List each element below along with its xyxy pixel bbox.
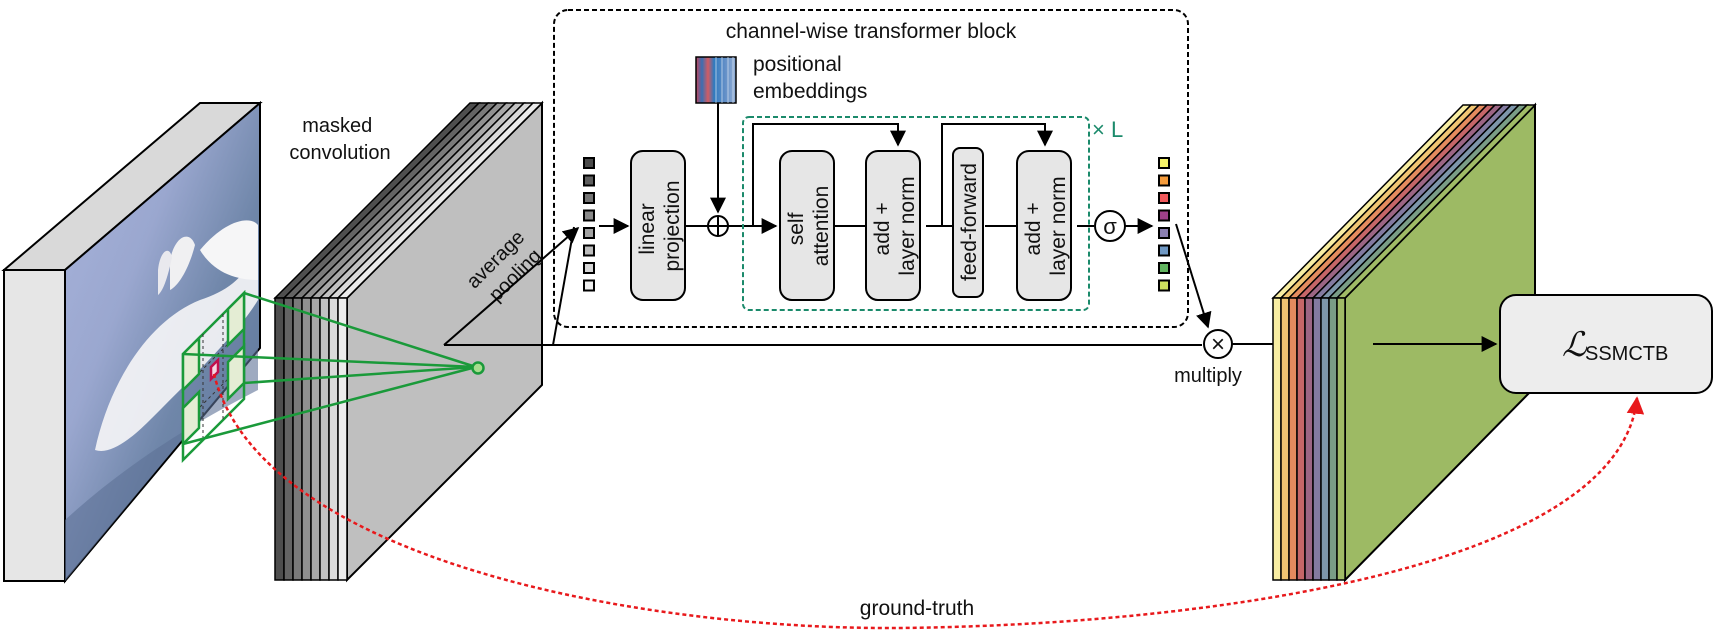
transformer-layer-repeat-box	[742, 116, 1090, 311]
input-token	[583, 157, 595, 169]
input-channel-tokens	[583, 157, 595, 292]
feature-map-side-edge	[292, 297, 303, 581]
recalibrated-map-side-edge	[1304, 297, 1314, 581]
input-token	[583, 262, 595, 274]
feed-forward-block: feed-forward	[952, 147, 984, 298]
masked-convolution-feature-maps	[273, 100, 544, 583]
svg-text:add + layer norm: add + layer norm	[871, 176, 919, 275]
positional-embeddings-label: positional embeddings	[753, 53, 867, 103]
recalibrated-map-side-edge	[1280, 297, 1290, 581]
feature-map-side-edge	[319, 297, 330, 581]
recalibrated-map-side-edge	[1288, 297, 1298, 581]
sigmoid-symbol: σ	[1103, 214, 1117, 239]
input-token	[583, 192, 595, 204]
pooling-arrow-head	[443, 226, 580, 346]
recalibrated-map-side-edge	[1272, 297, 1282, 581]
ground-truth-label: ground-truth	[860, 597, 974, 620]
self-attention-block: self attention	[779, 150, 835, 301]
feature-map-side-edge	[301, 297, 312, 581]
output-channel-weights	[1158, 157, 1170, 292]
recalibrated-feature-maps	[1271, 102, 1537, 583]
svg-text:feed-forward: feed-forward	[958, 163, 981, 281]
output-weight-token	[1158, 192, 1170, 204]
kernel-cell-top-left	[181, 334, 201, 394]
recalibrated-map-side-edge	[1336, 297, 1346, 581]
positional-embeddings-stripes	[715, 57, 734, 103]
recalibrated-map-side-edge	[1296, 297, 1306, 581]
feature-map-side-edge	[283, 297, 294, 581]
output-weight-token	[1158, 279, 1170, 292]
residual-connection-2	[941, 123, 1053, 226]
masked-center-cell	[209, 356, 220, 383]
svg-text:linear projection: linear projection	[636, 180, 684, 271]
rabbit-image	[65, 220, 258, 581]
loss-box: ℒ SSMCTB	[1499, 294, 1713, 394]
kernel-cell-bottom-left	[181, 388, 201, 448]
input-slab-side	[3, 269, 66, 582]
recalibrated-map-side-edge	[1328, 297, 1338, 581]
linear-projection-block: linear projection	[630, 150, 686, 301]
multiply-label: multiply	[1174, 365, 1242, 387]
loss-symbol: ℒ	[1562, 326, 1588, 364]
output-weight-token	[1158, 227, 1170, 239]
input-token	[583, 209, 595, 222]
loss-subscript: SSMCTB	[1585, 343, 1668, 365]
recalibrated-map-side-edge	[1312, 297, 1322, 581]
convolution-projection-lines	[182, 291, 485, 446]
repeat-count-label: × L	[1092, 117, 1123, 142]
output-weight-token	[1158, 244, 1170, 257]
svg-text:add + layer norm: add + layer norm	[1022, 176, 1070, 275]
svg-text:self attention: self attention	[785, 186, 833, 267]
recalibrated-map-side-edge	[1320, 297, 1330, 581]
feature-map-side-edge	[310, 297, 321, 581]
input-token	[583, 244, 595, 257]
input-token	[583, 279, 595, 292]
output-weight-token	[1158, 174, 1170, 187]
input-token	[583, 174, 595, 187]
input-image-slab	[1, 100, 263, 584]
feature-map-side-edge	[328, 297, 339, 581]
kernel-cell-top-right	[226, 289, 246, 349]
feature-map-side-edge	[274, 297, 285, 581]
multiply-symbol: ×	[1211, 331, 1225, 358]
masked-convolution-kernel	[181, 289, 246, 464]
add-layer-norm-block-2: add + layer norm	[1016, 150, 1072, 301]
input-token	[583, 227, 595, 239]
residual-connection-1	[752, 123, 906, 226]
output-activation-point	[471, 361, 485, 375]
transformer-block-title: channel-wise transformer block	[726, 20, 1017, 43]
weights-to-multiply-arrow	[1175, 223, 1212, 329]
output-weight-token	[1158, 262, 1170, 274]
feature-map-side-edge	[337, 297, 348, 581]
masked-convolution-label: masked convolution	[289, 115, 390, 164]
output-weight-token	[1158, 209, 1170, 222]
add-layer-norm-block-1: add + layer norm	[865, 150, 921, 301]
output-weight-token	[1158, 157, 1170, 169]
ground-truth-arrow	[212, 373, 1645, 630]
channel-wise-transformer-block	[553, 9, 1189, 328]
